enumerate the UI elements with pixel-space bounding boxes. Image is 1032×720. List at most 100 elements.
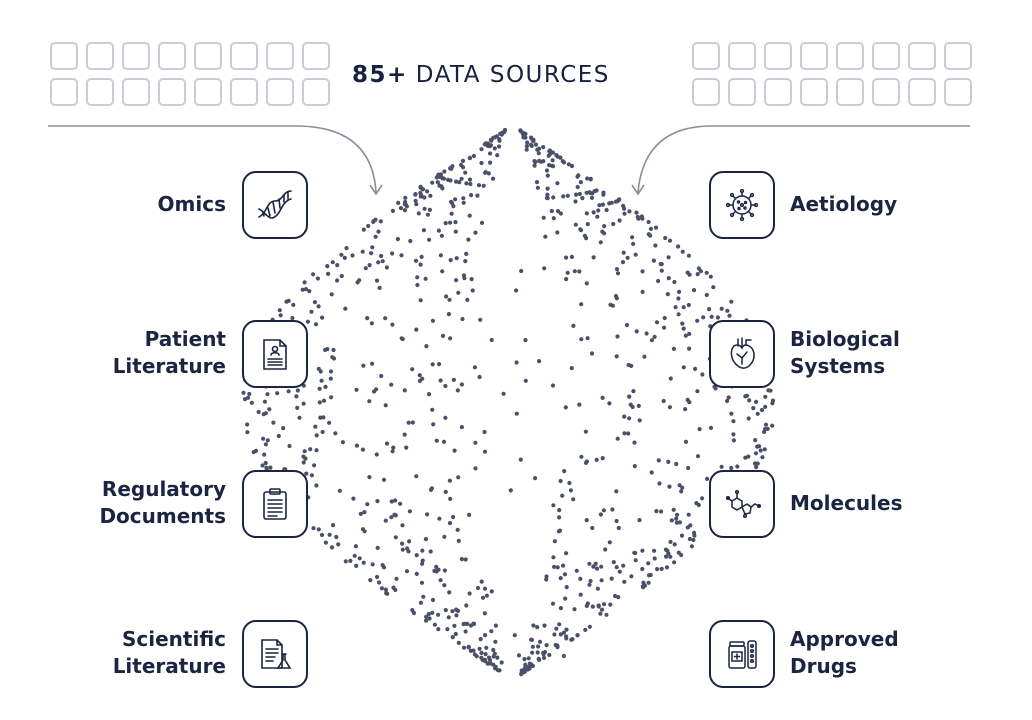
cloud-dot [681, 305, 686, 310]
cloud-dot [402, 208, 407, 213]
cloud-dot [555, 565, 560, 570]
cloud-dot [567, 480, 572, 486]
cloud-dot [676, 312, 681, 317]
cloud-dot [413, 258, 419, 263]
cloud-dot [683, 407, 688, 412]
cloud-dot [407, 539, 412, 544]
cloud-dot [536, 151, 541, 156]
cloud-dot [700, 372, 705, 377]
cloud-dot [275, 391, 280, 396]
cloud-dot [627, 209, 632, 214]
cloud-dot [488, 143, 493, 148]
cloud-dot [552, 632, 557, 637]
cloud-dot [541, 145, 546, 150]
cloud-dot [456, 538, 461, 544]
cloud-dot [482, 611, 487, 616]
cloud-dot [449, 166, 454, 171]
cloud-dot [561, 160, 567, 165]
cloud-dot [668, 376, 673, 381]
cloud-dot [558, 632, 563, 637]
cloud-dot [447, 521, 453, 526]
cloud-dot [486, 171, 491, 176]
cloud-dot [530, 650, 535, 655]
cloud-dot [522, 657, 527, 662]
cloud-dot [729, 299, 734, 304]
cloud-dot [564, 277, 569, 282]
cloud-dot [693, 366, 698, 371]
cloud-dot [613, 199, 619, 204]
cloud-dot [622, 579, 627, 584]
cloud-dot [318, 415, 323, 420]
cloud-dot [436, 627, 441, 632]
cloud-dot [417, 378, 422, 383]
cloud-dot [689, 544, 695, 549]
cloud-dot [454, 607, 459, 612]
cloud-dot [594, 566, 600, 571]
cloud-dot [610, 303, 616, 308]
cloud-dot [632, 464, 637, 469]
cloud-dot [399, 253, 404, 258]
cloud-dot [687, 536, 693, 542]
cloud-dot [624, 322, 630, 328]
cloud-dot [453, 197, 458, 202]
cloud-dot [430, 610, 435, 615]
source-placeholder-square [836, 42, 864, 70]
cloud-dot [561, 563, 566, 568]
cloud-dot [448, 220, 453, 225]
cloud-dot [631, 241, 636, 246]
cloud-dot [632, 550, 637, 555]
cloud-dot [340, 440, 345, 445]
cloud-dot [484, 593, 489, 598]
cloud-dot [770, 398, 776, 403]
cloud-dot [402, 388, 407, 393]
cloud-dot [407, 509, 412, 514]
cloud-dot [604, 207, 609, 213]
cloud-dot [653, 243, 658, 248]
cloud-dot [610, 507, 615, 512]
cloud-dot [535, 625, 540, 630]
source-placeholder-square [800, 42, 828, 70]
cloud-dot [572, 269, 577, 274]
cloud-dot [558, 478, 563, 484]
cloud-dot [392, 512, 397, 517]
cloud-dot [264, 465, 269, 470]
cloud-dot [452, 448, 457, 453]
cloud-dot [482, 449, 488, 454]
cloud-dot [312, 300, 317, 305]
source-placeholder-square [194, 78, 222, 106]
cloud-dot [404, 569, 410, 574]
cloud-dot [759, 407, 765, 413]
regulatory-documents-label: Regulatory Documents [99, 477, 226, 528]
cloud-dot [614, 518, 619, 524]
cloud-dot [697, 427, 702, 432]
cloud-dot [419, 254, 424, 259]
cloud-dot [497, 144, 502, 149]
cloud-dot [421, 228, 426, 233]
cloud-dot [709, 314, 714, 319]
cloud-dot [562, 469, 567, 474]
omics-label: Omics [157, 192, 226, 216]
cloud-dot [295, 388, 300, 393]
cloud-dot [394, 576, 399, 581]
cloud-dot [348, 558, 353, 564]
cloud-dot [523, 338, 528, 343]
cloud-dot [763, 422, 769, 427]
cloud-dot [434, 175, 439, 180]
cloud-dot [669, 518, 674, 523]
cloud-dot [438, 172, 444, 177]
cloud-dot [389, 382, 394, 387]
cloud-dot [482, 657, 487, 663]
cloud-dot [536, 146, 542, 151]
cloud-dot [469, 193, 474, 198]
cloud-dot [614, 354, 619, 359]
cloud-dot [731, 438, 737, 443]
cloud-dot [428, 193, 433, 198]
cloud-dot [461, 645, 467, 650]
cloud-dot [634, 329, 639, 334]
cloud-dot [437, 362, 442, 367]
cloud-dot [532, 163, 537, 168]
cloud-dot [766, 388, 771, 393]
cloud-dot [305, 319, 310, 324]
cloud-dot [399, 336, 404, 341]
cloud-dot [434, 564, 439, 570]
